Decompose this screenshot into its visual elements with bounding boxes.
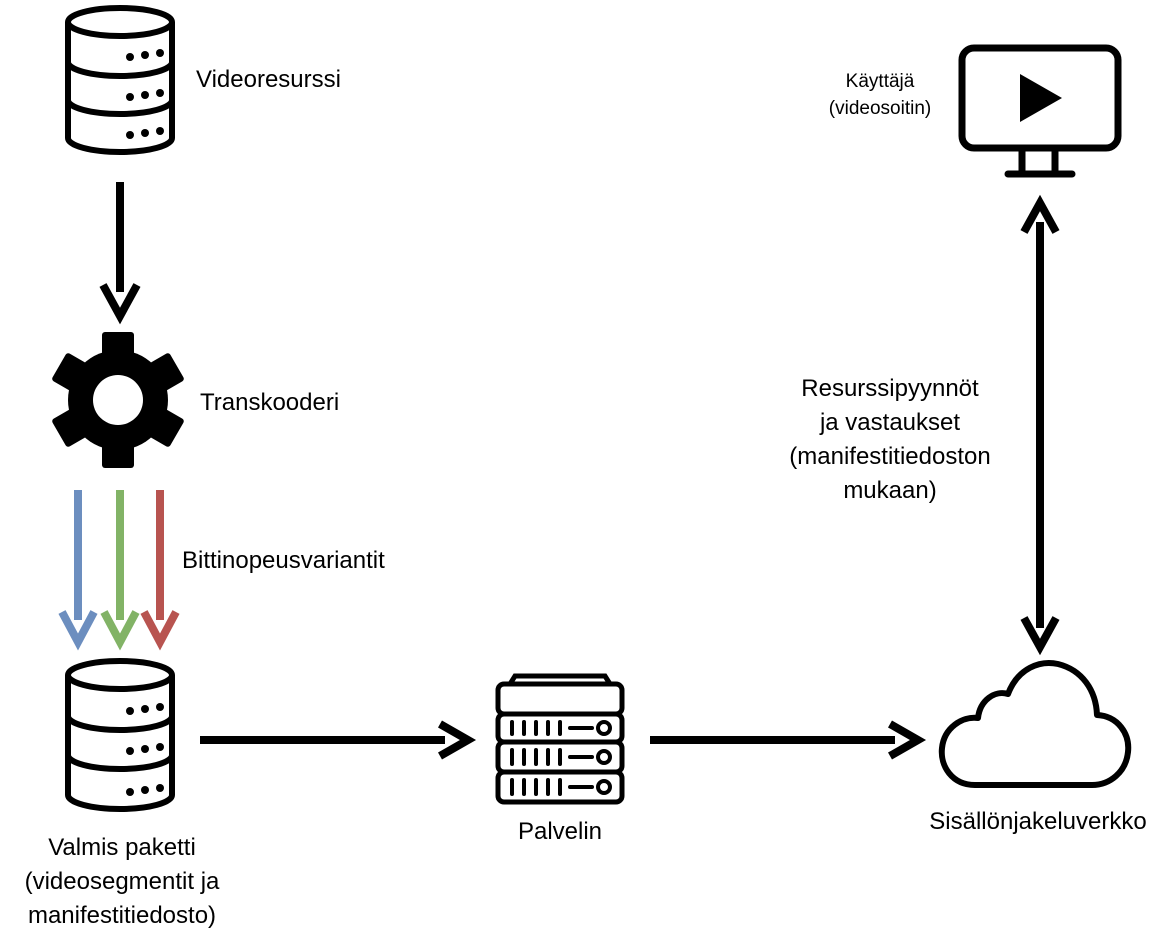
arrow-package-to-server [200,720,477,760]
package-label-line1: Valmis paketti [48,834,196,861]
user-label-line2: (videosoitin) [828,98,932,119]
video-resource-label: Videoresurssi [196,66,341,93]
server-label: Palvelin [517,818,603,845]
cdn-label: Sisällönjakeluverkko [929,808,1147,835]
bitrate-variants-label: Bittinopeusvariantit [182,547,385,574]
package-label: Valmis paketti (videosegmentit ja manife… [0,831,244,933]
database-icon [65,658,175,812]
arrow-server-to-cdn [650,720,927,760]
user-label: Käyttäjä (videosoitin) [800,68,960,122]
arrow-variant-blue [58,490,98,651]
transcoder-label: Transkooderi [200,389,340,416]
requests-label-line2: ja vastaukset [819,409,961,436]
requests-label-line4: mukaan) [843,477,937,504]
package-label-line2: (videosegmentit ja [24,868,220,895]
gear-icon [52,332,184,468]
database-icon [65,5,175,155]
arrow-variant-red [140,490,180,651]
requests-label-line1: Resurssipyynnöt [801,375,979,402]
arrow-cdn-user-bidirectional [1020,194,1060,656]
requests-label: Resurssipyynnöt ja vastaukset (manifesti… [760,372,1020,508]
arrow-resource-to-transcoder [99,182,141,325]
arrow-variant-green [100,490,140,651]
user-label-line1: Käyttäjä [845,71,915,92]
requests-label-line3: (manifestitiedoston [789,443,991,470]
monitor-play-icon [958,44,1122,178]
server-icon [495,673,625,805]
package-label-line3: manifestitiedosto) [27,902,217,929]
cloud-icon [938,660,1132,788]
